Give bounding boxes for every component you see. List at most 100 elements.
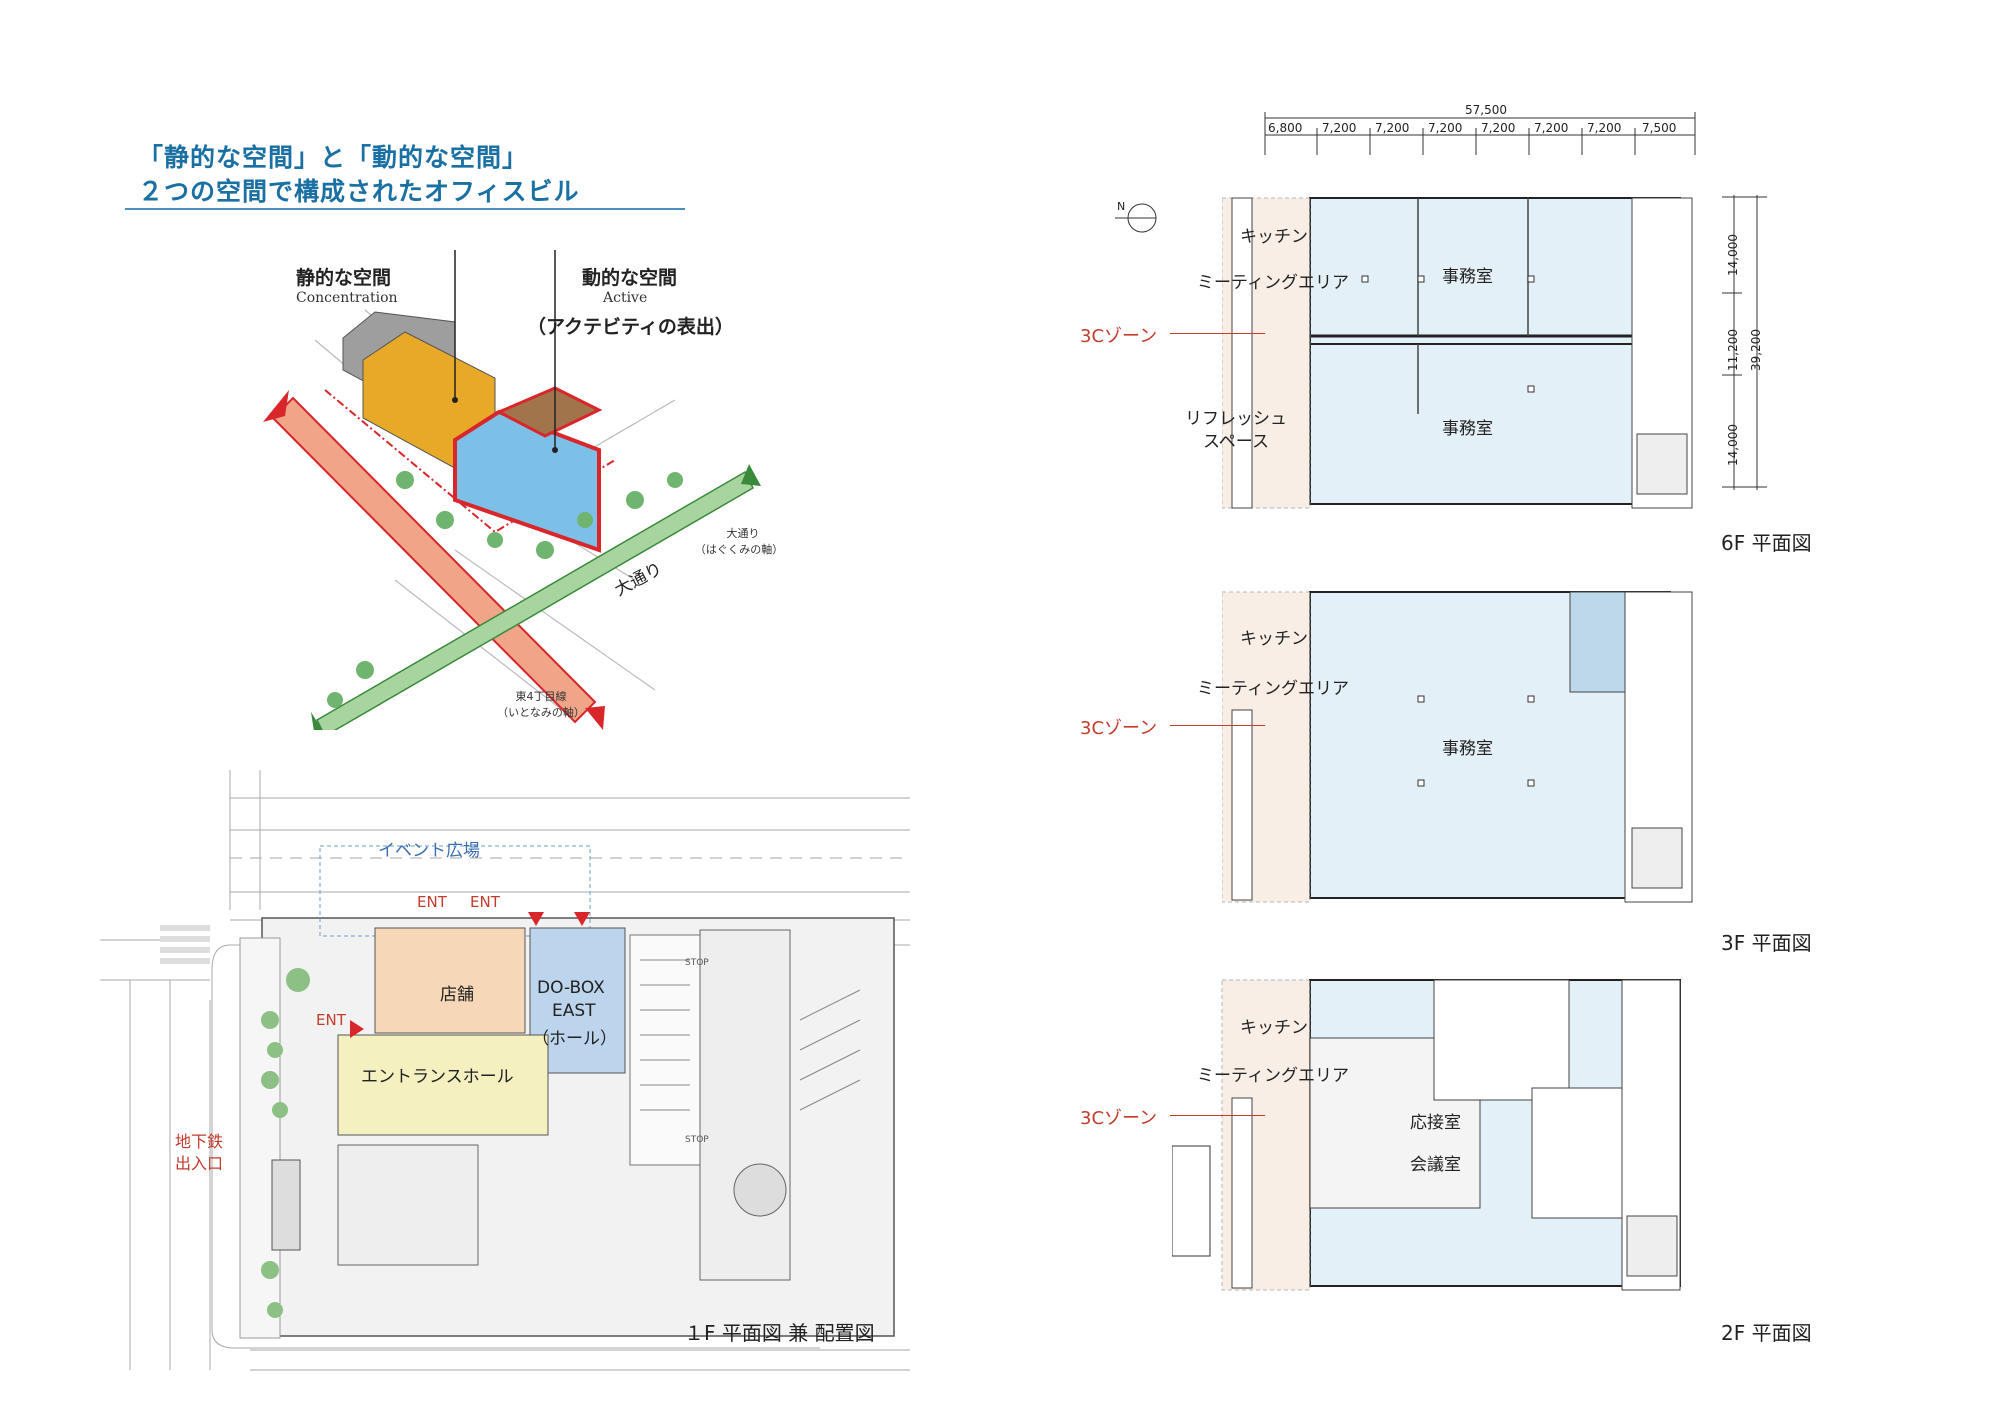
hall-label-1: DO-BOX <box>537 978 605 998</box>
dynamic-leader-dot <box>552 447 558 453</box>
avenue-axis-arrow-top <box>263 390 289 422</box>
avenue-axis-arrow-bottom <box>585 706 605 730</box>
stop-label-1: STOP <box>685 958 709 968</box>
west-stair-2f <box>1231 1097 1253 1289</box>
meeting-6f-label: ミーティングエリア <box>1197 273 1349 293</box>
zone-2f-label: 3Cゾーン <box>1080 1108 1158 1129</box>
north-rooms-2f <box>1433 979 1570 1101</box>
dimension-bar-6f-right <box>1712 195 1772 495</box>
plan-1f-caption: １F 平面図 兼 配置図 <box>684 1321 875 1345</box>
plan-6f-caption: 6F 平面図 <box>1721 531 1812 555</box>
vertical-dimension-lines <box>1722 195 1767 490</box>
subway-label-1: 地下鉄 <box>175 1132 224 1151</box>
right-dim-total: 39,200 <box>1749 329 1763 371</box>
dynamic-space-note: （アクテビティの表出） <box>527 316 734 338</box>
zone-2f-leader <box>1170 1115 1265 1116</box>
kitchen-2f-label: キッチン <box>1240 1018 1308 1038</box>
parking-lines <box>640 959 861 1111</box>
west-stair-6f <box>1231 197 1253 509</box>
plan-3f-caption: 3F 平面図 <box>1721 931 1812 955</box>
plan-2f-drawing <box>1171 979 1681 1291</box>
ent-arrow-1 <box>528 912 544 926</box>
static-space-title: 静的な空間 <box>296 267 392 289</box>
columns-6f <box>1361 275 1535 393</box>
columns-3f <box>1417 695 1535 787</box>
isometric-drawing <box>263 250 761 738</box>
right-dim-3: 14,000 <box>1726 424 1740 466</box>
dimension-lines <box>1264 112 1696 155</box>
dynamic-block <box>453 409 601 553</box>
ent-arrow-2 <box>574 912 590 926</box>
headline-line-2: ２つの空間で構成されたオフィスビル <box>138 177 580 206</box>
dim-total: 57,500 <box>1465 103 1507 117</box>
street-label-2: （はぐくみの軸） <box>694 543 784 556</box>
zone-6f-label: 3Cゾーン <box>1080 326 1158 347</box>
shop-area <box>374 927 526 1034</box>
side-block-2f <box>1171 1145 1211 1257</box>
reception-2f-label: 応接室 <box>1410 1113 1461 1133</box>
shop-label: 店舗 <box>440 985 474 1005</box>
headline-rule <box>125 208 685 210</box>
street-label-1: 大通り <box>726 527 760 540</box>
zone-6f-leader <box>1170 333 1265 334</box>
dim-8: 7,500 <box>1642 121 1677 135</box>
east-rooms-2f <box>1531 1087 1623 1219</box>
crosswalk <box>160 925 210 964</box>
dim-2: 7,200 <box>1322 121 1357 135</box>
elevator-2f <box>1626 1215 1678 1277</box>
ent-label-2: ENT <box>470 893 500 911</box>
core-rooms <box>337 1144 479 1266</box>
office-6f-label-1: 事務室 <box>1442 267 1493 287</box>
site-trees <box>261 968 310 1318</box>
zone-3f-leader <box>1170 725 1265 726</box>
sidewalk-west <box>239 937 281 1339</box>
dynamic-block-roof <box>495 386 603 438</box>
static-leader-dot <box>452 397 458 403</box>
north-label: N <box>1117 200 1126 213</box>
office-3f-label: 事務室 <box>1442 739 1493 759</box>
zone-3f-label: 3Cゾーン <box>1080 718 1158 739</box>
elevator-6f <box>1636 433 1688 495</box>
dim-6: 7,200 <box>1534 121 1569 135</box>
static-space-subtitle: Concentration <box>296 290 398 306</box>
dynamic-space-subtitle: Active <box>603 290 648 306</box>
dim-1: 6,800 <box>1268 121 1303 135</box>
west-stair-3f <box>1231 709 1253 901</box>
office-6f-label-2: 事務室 <box>1442 419 1493 439</box>
subway-label-2: 出入口 <box>175 1154 224 1173</box>
avenue-label-1: 東4丁目線 <box>515 690 567 703</box>
ramp-circle <box>733 1163 787 1217</box>
elevator-3f <box>1631 827 1683 889</box>
dim-7: 7,200 <box>1587 121 1622 135</box>
plan-2f-caption: 2F 平面図 <box>1721 1321 1812 1345</box>
avenue-label-2: （いとなみの軸） <box>497 706 585 719</box>
event-plaza-area <box>319 845 591 937</box>
subway-stair <box>271 1159 301 1251</box>
dim-4: 7,200 <box>1428 121 1463 135</box>
office-floor-6f <box>1309 197 1681 505</box>
plan-1f <box>100 770 910 1380</box>
kitchen-3f-label: キッチン <box>1240 629 1308 649</box>
right-dim-1: 14,000 <box>1726 234 1740 276</box>
trees <box>327 471 683 708</box>
toilet-3f <box>1569 591 1626 693</box>
dynamic-space-title: 動的な空間 <box>582 267 678 289</box>
stop-label-2: STOP <box>685 1135 709 1145</box>
entrance-hall-label: エントランスホール <box>361 1067 514 1087</box>
street-axis-arrow-right <box>741 464 761 486</box>
hall-label-2: EAST <box>552 1001 596 1021</box>
hall-label-3: （ホール） <box>532 1029 617 1049</box>
isometric-diagram <box>255 250 775 738</box>
dim-5: 7,200 <box>1481 121 1516 135</box>
right-dim-2: 11,200 <box>1726 329 1740 371</box>
plan-1f-drawing <box>100 770 910 1380</box>
headline-line-1: 「静的な空間」と「動的な空間」 <box>138 143 529 172</box>
ent-label-3: ENT <box>316 1011 346 1029</box>
plan-6f-drawing <box>1221 197 1693 509</box>
north-arrow-icon <box>1115 198 1160 238</box>
ent-label-1: ENT <box>417 893 447 911</box>
kitchen-6f-label: キッチン <box>1240 227 1308 247</box>
plan-2f <box>1171 978 1702 1298</box>
event-plaza-label: イベント広場 <box>378 841 480 861</box>
plan-3f-drawing <box>1221 591 1693 903</box>
